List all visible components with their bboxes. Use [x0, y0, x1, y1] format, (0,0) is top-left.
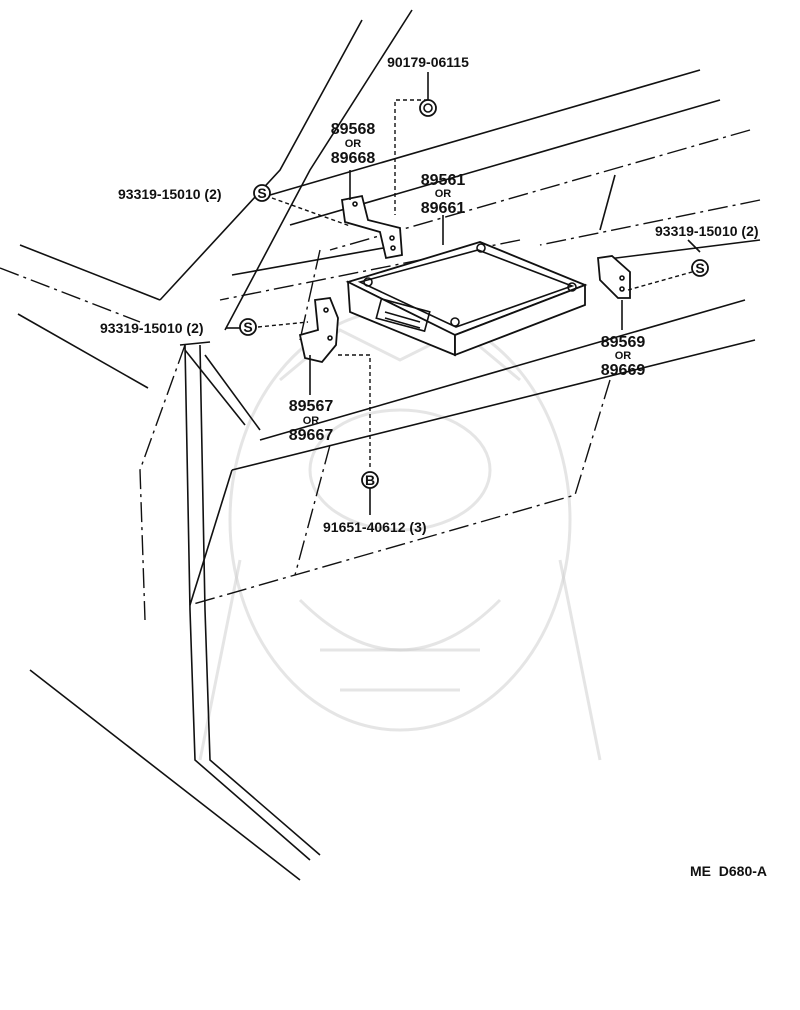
label-bracket-right-b: 89669: [601, 362, 646, 379]
watermark-emblem: [198, 308, 602, 761]
screw-letter: S: [243, 319, 252, 335]
bolt-symbol-top: [419, 99, 437, 117]
screw-symbol-left-upper: S: [253, 184, 271, 202]
label-bracket-upper-b: 89668: [331, 150, 376, 167]
screw-letter: S: [257, 185, 266, 201]
label-ecu-b: 89661: [421, 200, 466, 217]
label-bracket-right-a: 89569: [601, 334, 646, 351]
ecu-unit: [345, 241, 588, 357]
label-bracket-lower-b: 89667: [289, 427, 334, 444]
label-bracket-upper-a: 89568: [331, 121, 376, 138]
label-bracket-right-or: OR: [615, 350, 632, 362]
label-ecu-or: OR: [435, 188, 452, 200]
bolt-symbol-bottom: B: [361, 471, 379, 489]
screw-letter: S: [695, 260, 704, 276]
label-bolt-top: 90179-06115: [387, 54, 469, 70]
label-bracket-lower-or: OR: [303, 415, 320, 427]
screw-symbol-right: S: [691, 259, 709, 277]
bracket-upper: [340, 194, 403, 260]
label-bracket-upper-or: OR: [345, 138, 362, 150]
label-screw-left-upper: 93319-15010 (2): [118, 186, 222, 202]
bolt-letter: B: [365, 472, 375, 488]
label-ecu-a: 89561: [421, 172, 466, 189]
label-screw-left-lower: 93319-15010 (2): [100, 320, 204, 336]
label-bracket-lower-a: 89567: [289, 398, 334, 415]
label-bolt-bottom: 91651-40612 (3): [323, 519, 427, 535]
diagram-code: ME D680-A: [690, 863, 767, 879]
body-panel-outline: [0, 9, 761, 881]
bracket-right: [597, 255, 631, 299]
label-screw-right: 93319-15010 (2): [655, 223, 759, 239]
screw-symbol-left-lower: S: [239, 318, 257, 336]
bracket-lower: [298, 297, 339, 364]
